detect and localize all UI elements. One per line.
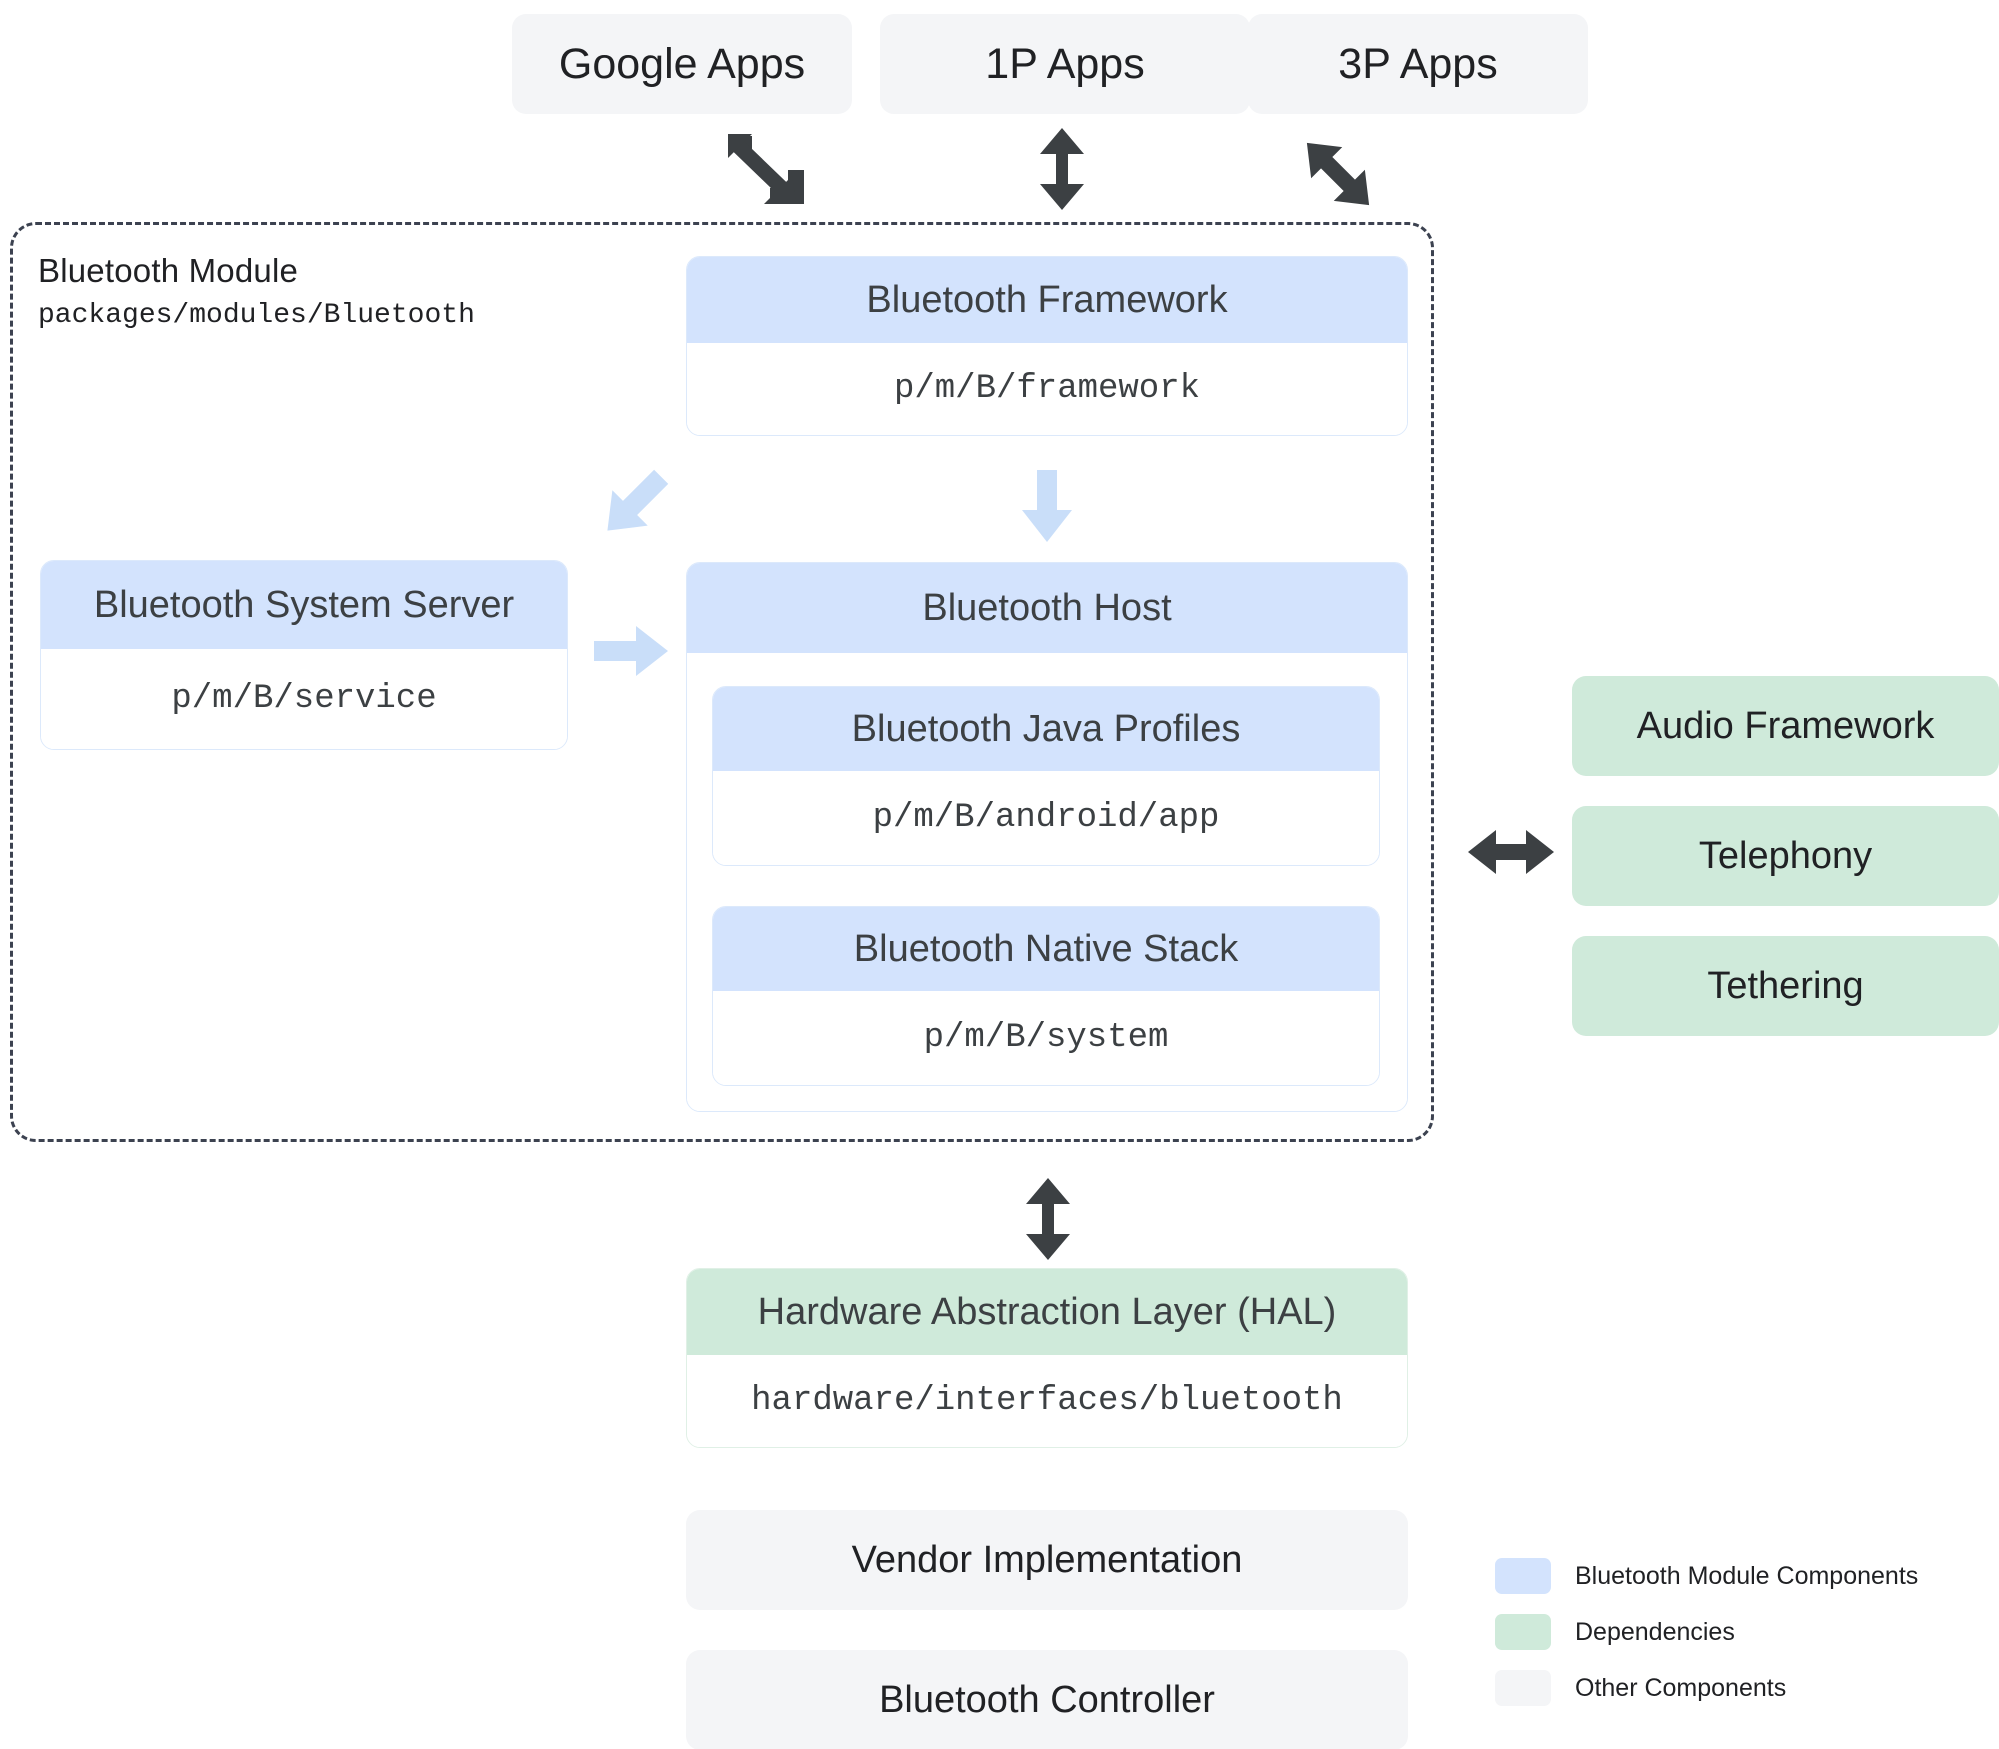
- app-box-label: 3P Apps: [1338, 39, 1498, 88]
- arrow-framework-to-host: [1020, 468, 1074, 544]
- card-title: Bluetooth Framework: [687, 257, 1407, 343]
- legend-row-dependencies: Dependencies: [1495, 1614, 1735, 1650]
- card-bluetooth-native-stack[interactable]: Bluetooth Native Stack p/m/B/system: [712, 906, 1380, 1086]
- arrow-3p-apps-to-module: [1290, 128, 1386, 220]
- legend-label: Bluetooth Module Components: [1575, 1561, 1919, 1590]
- app-box-3p-apps[interactable]: 3P Apps: [1248, 14, 1588, 114]
- dependency-label: Telephony: [1698, 834, 1873, 877]
- arrow-google-apps-to-module: [718, 130, 808, 210]
- card-path: hardware/interfaces/bluetooth: [687, 1355, 1407, 1447]
- card-path: p/m/B/service: [41, 649, 567, 749]
- arrow-1p-apps-to-module: [1038, 128, 1086, 210]
- arrow-host-to-dependencies: [1468, 828, 1554, 876]
- bluetooth-module-title: Bluetooth Module: [38, 252, 299, 289]
- box-vendor-implementation[interactable]: Vendor Implementation: [686, 1510, 1408, 1610]
- legend-swatch-blue: [1495, 1558, 1551, 1594]
- box-bluetooth-controller[interactable]: Bluetooth Controller: [686, 1650, 1408, 1749]
- bluetooth-module-container: [10, 222, 1434, 1142]
- card-bluetooth-system-server[interactable]: Bluetooth System Server p/m/B/service: [40, 560, 568, 750]
- app-box-label: Google Apps: [558, 39, 806, 88]
- dependency-box-tethering[interactable]: Tethering: [1572, 936, 1999, 1036]
- card-bluetooth-framework[interactable]: Bluetooth Framework p/m/B/framework: [686, 256, 1408, 436]
- card-title: Bluetooth System Server: [41, 561, 567, 649]
- box-label: Vendor Implementation: [851, 1538, 1243, 1581]
- dependency-label: Audio Framework: [1636, 704, 1935, 747]
- card-path: p/m/B/android/app: [713, 771, 1379, 865]
- legend-swatch-grey: [1495, 1670, 1551, 1706]
- arrow-system-server-to-host: [592, 624, 670, 678]
- legend-label: Other Components: [1575, 1673, 1787, 1702]
- card-path: p/m/B/framework: [687, 343, 1407, 435]
- legend-row-other-components: Other Components: [1495, 1670, 1786, 1706]
- card-title: Hardware Abstraction Layer (HAL): [687, 1269, 1407, 1355]
- box-label: Bluetooth Controller: [879, 1678, 1215, 1721]
- arrow-framework-to-system-server: [590, 460, 680, 546]
- card-title: Bluetooth Native Stack: [713, 907, 1379, 991]
- app-box-label: 1P Apps: [985, 39, 1145, 88]
- legend-label: Dependencies: [1575, 1617, 1735, 1646]
- app-box-1p-apps[interactable]: 1P Apps: [880, 14, 1250, 114]
- bluetooth-module-path: packages/modules/Bluetooth: [38, 300, 475, 331]
- legend-row-module-components: Bluetooth Module Components: [1495, 1558, 1918, 1594]
- card-bluetooth-java-profiles[interactable]: Bluetooth Java Profiles p/m/B/android/ap…: [712, 686, 1380, 866]
- dependency-label: Tethering: [1707, 964, 1864, 1007]
- arrow-module-to-hal: [1024, 1178, 1072, 1260]
- card-title: Bluetooth Host: [687, 563, 1407, 653]
- card-path: p/m/B/system: [713, 991, 1379, 1085]
- legend-swatch-green: [1495, 1614, 1551, 1650]
- card-hardware-abstraction-layer[interactable]: Hardware Abstraction Layer (HAL) hardwar…: [686, 1268, 1408, 1448]
- dependency-box-audio-framework[interactable]: Audio Framework: [1572, 676, 1999, 776]
- dependency-box-telephony[interactable]: Telephony: [1572, 806, 1999, 906]
- card-title: Bluetooth Java Profiles: [713, 687, 1379, 771]
- app-box-google-apps[interactable]: Google Apps: [512, 14, 852, 114]
